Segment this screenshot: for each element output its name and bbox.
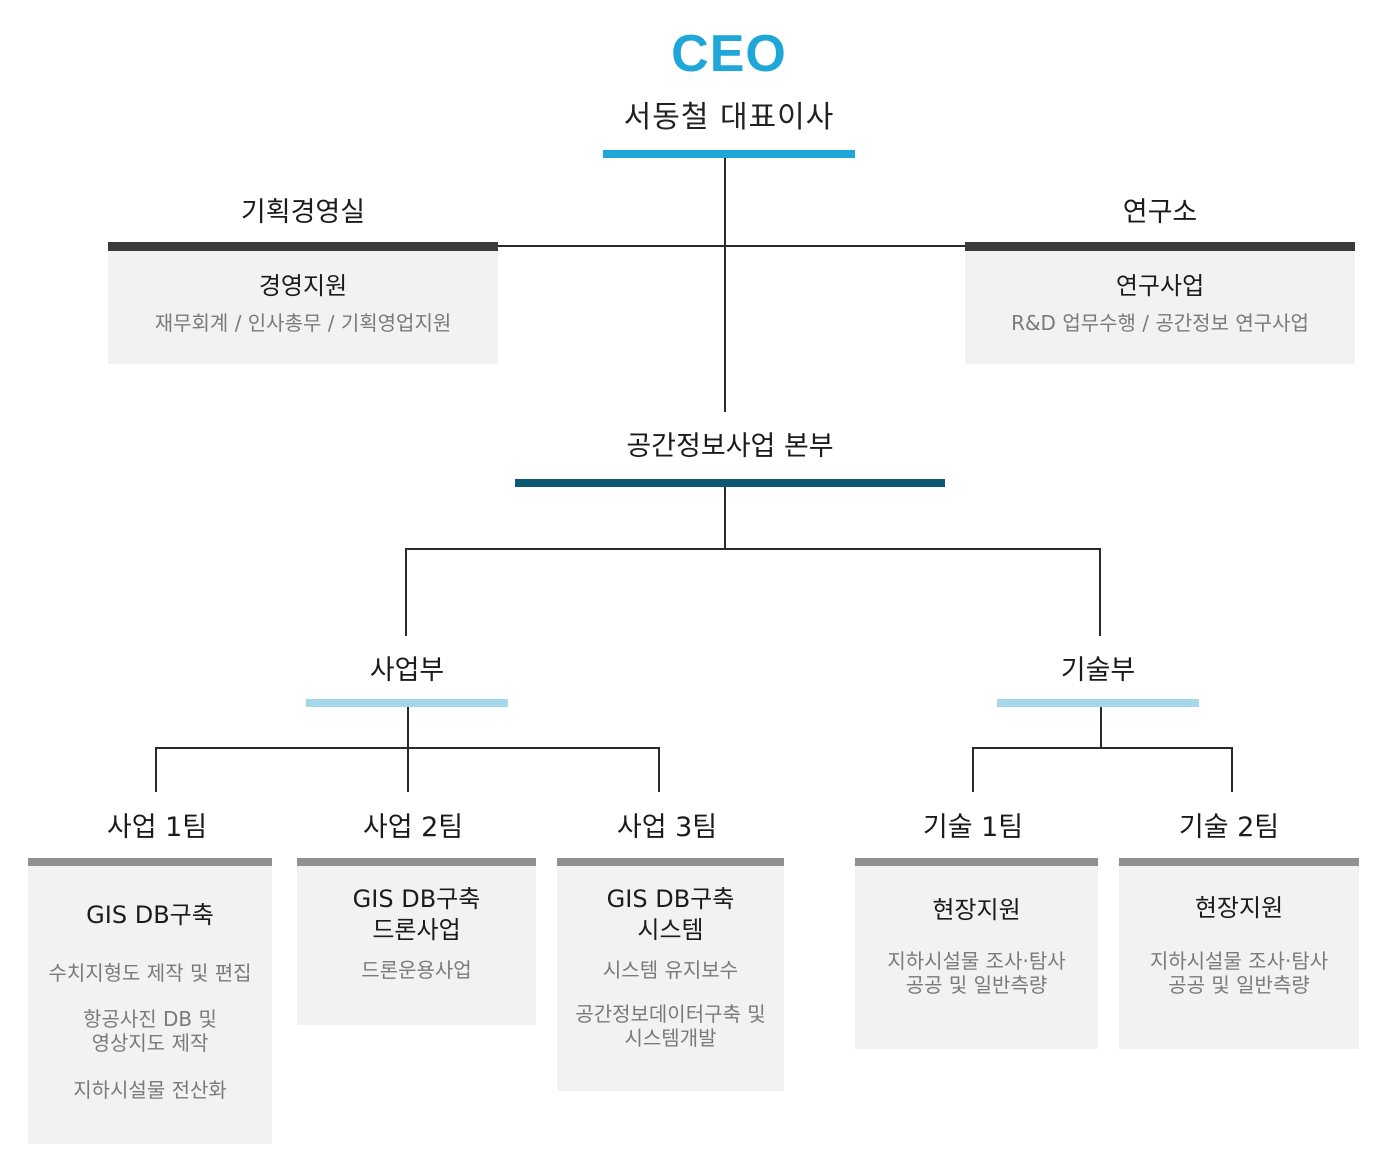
team-box-title: 시스템 — [637, 916, 704, 944]
team-box-item: 항공사진 DB 및 — [83, 1007, 217, 1031]
team-box-item: 공공 및 일반측량 — [905, 973, 1048, 997]
connector-business-vertical — [407, 707, 409, 792]
team-box-title: GIS DB구축 — [86, 901, 214, 929]
team-box-item: 드론운용사업 — [361, 958, 472, 982]
research-box-desc: R&D 업무수행 / 공간정보 연구사업 — [1011, 311, 1309, 335]
team-box-title: GIS DB구축 — [352, 885, 481, 913]
planning-box-desc: 재무회계 / 인사총무 / 기획영업지원 — [154, 311, 452, 335]
research-lab-box: 연구사업 R&D 업무수행 / 공간정보 연구사업 — [965, 251, 1355, 364]
planning-office-bar — [108, 242, 498, 251]
connector-tech-team2 — [1231, 747, 1233, 792]
team-box-business-3: GIS DB구축 시스템 시스템 유지보수 공간정보데이터구축 및 시스템개발 — [557, 866, 784, 1091]
connector-tech-horizontal — [972, 747, 1233, 749]
team-bar-business-2 — [297, 858, 536, 866]
ceo-bar — [603, 150, 855, 158]
planning-office-box: 경영지원 재무회계 / 인사총무 / 기획영업지원 — [108, 251, 498, 364]
team-box-title: GIS DB구축 — [606, 885, 735, 913]
hq-label: 공간정보사업 본부 — [626, 431, 834, 462]
team-box-item: 영상지도 제작 — [91, 1031, 209, 1055]
team-label-business-1: 사업 1팀 — [106, 812, 208, 843]
research-lab-label: 연구소 — [1122, 197, 1198, 228]
connector-team1 — [155, 747, 157, 792]
connector-team3 — [658, 747, 660, 792]
team-bar-tech-1 — [855, 858, 1098, 866]
team-box-item: 지하시설물 전산화 — [73, 1078, 227, 1102]
team-bar-business-3 — [557, 858, 784, 866]
planning-box-title: 경영지원 — [258, 272, 348, 300]
team-box-title: 현장지원 — [1194, 894, 1284, 922]
connector-support-horizontal — [497, 245, 965, 247]
team-box-title: 현장지원 — [932, 896, 1021, 924]
connector-dept-horizontal — [405, 548, 1101, 550]
team-box-item: 공공 및 일반측량 — [1168, 973, 1310, 997]
team-box-item: 수치지형도 제작 및 편집 — [48, 961, 252, 985]
ceo-name: 서동철 대표이사 — [623, 100, 835, 135]
planning-office-label: 기획경영실 — [240, 197, 366, 228]
connector-business-horizontal — [155, 747, 660, 749]
team-box-title: 드론사업 — [372, 916, 461, 944]
connector-tech-vertical — [1100, 707, 1102, 748]
tech-dept-label: 기술부 — [1060, 655, 1136, 686]
connector-hq-vertical — [724, 487, 726, 550]
team-box-item: 시스템개발 — [624, 1026, 717, 1050]
team-box-item: 시스템 유지보수 — [602, 958, 739, 982]
team-box-item: 지하시설물 조사·탐사 — [887, 949, 1066, 973]
team-box-item: 지하시설물 조사·탐사 — [1149, 949, 1329, 973]
team-label-tech-2: 기술 2팀 — [1178, 812, 1280, 843]
team-label-tech-1: 기술 1팀 — [922, 812, 1024, 843]
hq-bar — [515, 479, 945, 487]
research-lab-bar — [965, 242, 1355, 251]
business-dept-bar — [306, 699, 508, 707]
team-label-business-2: 사업 2팀 — [362, 812, 464, 843]
ceo-title: CEO — [671, 25, 787, 83]
research-box-title: 연구사업 — [1115, 272, 1205, 300]
team-label-business-3: 사업 3팀 — [616, 812, 718, 843]
team-bar-business-1 — [28, 858, 272, 866]
team-bar-tech-2 — [1119, 858, 1359, 866]
connector-ceo-vertical — [724, 158, 726, 412]
team-box-business-2: GIS DB구축 드론사업 드론운용사업 — [297, 866, 536, 1025]
connector-tech-dept — [1099, 548, 1101, 636]
connector-tech-team1 — [972, 747, 974, 792]
tech-dept-bar — [997, 699, 1199, 707]
team-box-tech-1: 현장지원 지하시설물 조사·탐사 공공 및 일반측량 — [855, 866, 1098, 1049]
team-box-tech-2: 현장지원 지하시설물 조사·탐사 공공 및 일반측량 — [1119, 866, 1359, 1049]
connector-business-dept — [405, 548, 407, 636]
business-dept-label: 사업부 — [369, 655, 445, 686]
team-box-business-1: GIS DB구축 수치지형도 제작 및 편집 항공사진 DB 및 영상지도 제작… — [28, 866, 272, 1144]
team-box-item: 공간정보데이터구축 및 — [575, 1002, 766, 1026]
